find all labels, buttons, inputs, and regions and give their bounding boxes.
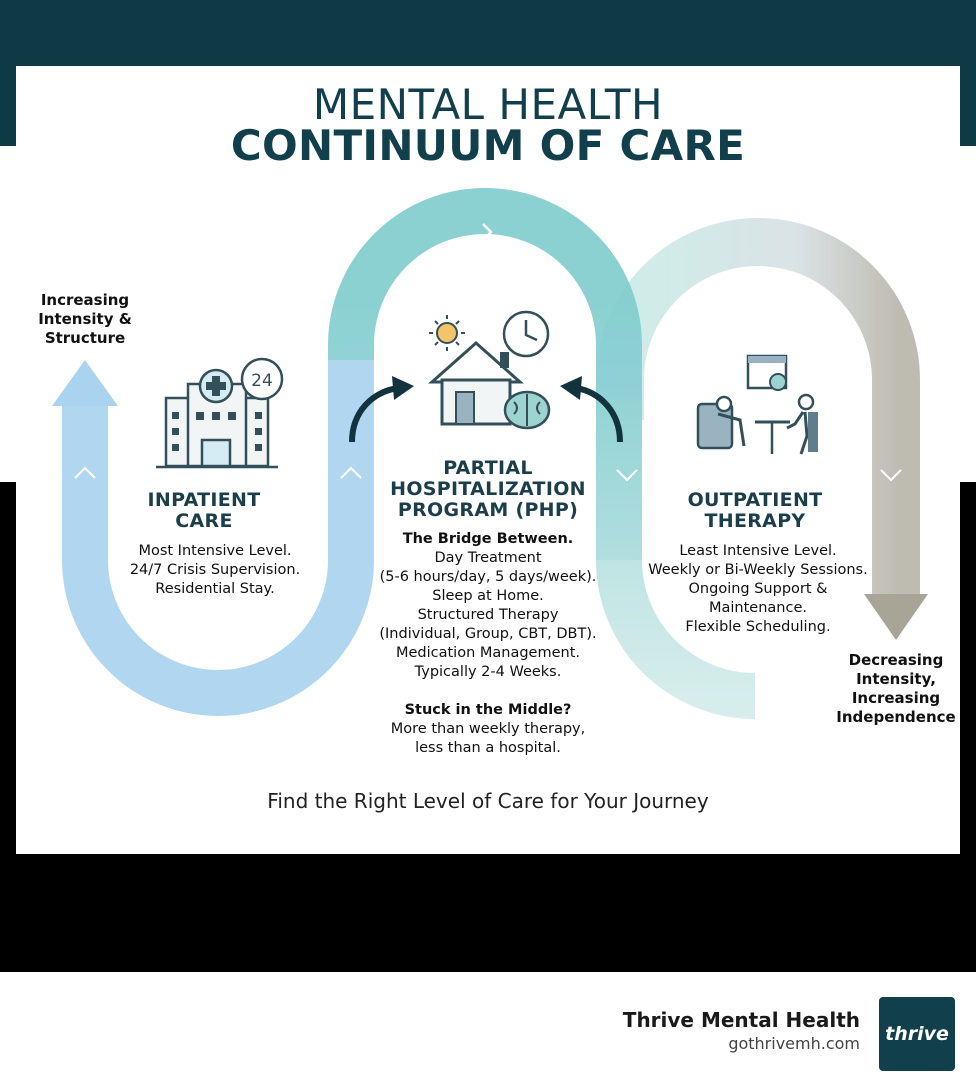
- down-arrow: [864, 594, 928, 640]
- chevron-up-icon: [74, 466, 96, 479]
- hospital-icon: [156, 368, 278, 469]
- path-left-u: [62, 360, 374, 716]
- clock-24-label: 24: [251, 371, 273, 391]
- spacer: [366, 682, 610, 701]
- chevron-right-icon: [482, 223, 493, 241]
- arrow-into-php-left: [349, 385, 399, 443]
- footer-band: [0, 972, 976, 1088]
- home-brain-icon: [428, 310, 551, 430]
- php-heading: PARTIAL HOSPITALIZATION PROGRAM (PHP): [390, 457, 586, 521]
- chevron-up-icon: [340, 466, 362, 479]
- arrow-into-php-right: [575, 385, 623, 443]
- sun-icon: [436, 322, 458, 344]
- clock-24-icon: [240, 357, 284, 401]
- thrive-logo: thrive: [879, 997, 955, 1071]
- therapy-session-icon: [696, 354, 818, 455]
- decreasing-intensity-label: Decreasing Intensity, Increasing Indepen…: [836, 651, 956, 726]
- php-intro: The Bridge Between.: [402, 531, 574, 547]
- medical-cross-icon: [206, 376, 226, 396]
- logo-text: thrive: [885, 1023, 949, 1045]
- arrow-head-left: [392, 376, 414, 400]
- brand-url[interactable]: gothrivemh.com: [728, 1034, 860, 1053]
- inpatient-heading: INPATIENT CARE: [147, 489, 261, 532]
- php-description: The Bridge Between. Day Treatment (5-6 h…: [366, 530, 610, 758]
- inpatient-description: Most Intensive Level. 24/7 Crisis Superv…: [129, 543, 301, 597]
- arrow-head-right: [560, 376, 582, 400]
- up-arrow: [52, 360, 118, 406]
- tagline: Find the Right Level of Care for Your Jo…: [267, 789, 709, 813]
- php-question: Stuck in the Middle?: [404, 702, 572, 718]
- chevron-down-icon: [616, 469, 638, 482]
- brand-name: Thrive Mental Health: [622, 1008, 860, 1032]
- path-middle-arch: [328, 188, 642, 560]
- increasing-intensity-label: Increasing Intensity & Structure: [38, 291, 132, 347]
- outpatient-description: Least Intensive Level. Weekly or Bi-Week…: [648, 543, 868, 635]
- path-middle-right-down: [596, 400, 756, 719]
- outpatient-heading: OUTPATIENT THERAPY: [687, 489, 823, 532]
- title-line-2: CONTINUUM OF CARE: [230, 121, 746, 170]
- title-line-1: MENTAL HEALTH: [312, 80, 664, 129]
- chevron-down-icon: [880, 469, 902, 482]
